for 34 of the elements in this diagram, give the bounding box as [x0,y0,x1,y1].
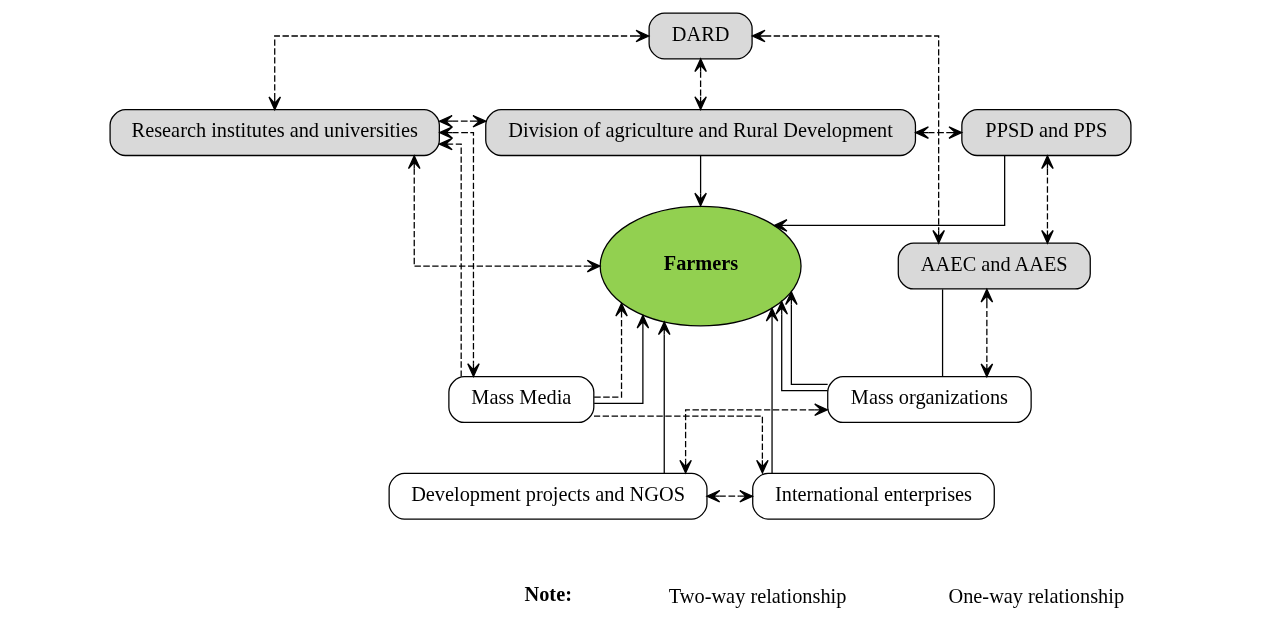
arrow [678,403,828,474]
arrow [751,29,945,244]
arrow [592,415,769,474]
arrow [765,307,778,474]
node-box: International enterprises [751,472,995,520]
node-box: DARD [648,12,753,60]
legend-label: One-way relationship [948,584,1124,607]
node-box: Research institutes and universities [108,109,440,157]
node-box: Division of agriculture and Rural Development [484,109,916,157]
arrow [657,321,671,474]
arrow [438,137,462,378]
arrow [407,155,601,273]
arrow [774,300,828,392]
arrow [705,489,753,503]
node-box: AAEC and AAES [897,242,1091,290]
arrow [593,314,649,405]
arrow [773,154,1005,232]
arrow [693,58,707,111]
arrow [593,302,628,398]
arrow [693,155,707,207]
node-box: Mass organizations [826,376,1032,424]
node-box: Development projects and NGOS [388,472,708,520]
arrow [784,291,828,385]
node-box: Mass Media [447,376,594,424]
arrow [1040,155,1054,244]
arrow [438,114,486,128]
node-box: PPSD and PPS [960,109,1132,157]
arrow [914,126,962,139]
connector [941,288,943,378]
legend-label: Two-way relationship [668,584,846,607]
arrow [267,29,649,111]
label: Note: [524,583,572,606]
arrow [980,288,993,378]
arrow [438,126,480,377]
